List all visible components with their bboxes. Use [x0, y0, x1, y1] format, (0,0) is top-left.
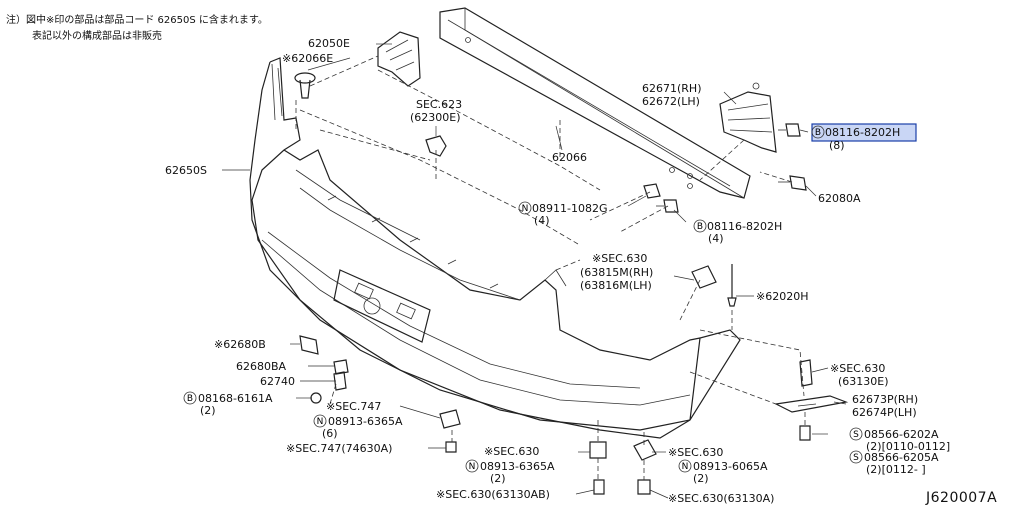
label-62066E: ※62066E — [282, 52, 333, 65]
label-sec623: SEC.623 — [416, 98, 462, 111]
assembly-lines — [295, 55, 806, 480]
screw-08566[interactable] — [799, 425, 811, 441]
label-sec630-d: ※SEC.630 — [668, 446, 723, 459]
diagram-code: J620007A — [926, 490, 998, 506]
part-labels: 62050E ※62066E SEC.623 (62300E) 62650S 6… — [165, 37, 950, 505]
label-08168-qty: (2) — [200, 404, 216, 417]
svg-text:B: B — [815, 128, 821, 138]
label-08116-lower-qty: (4) — [708, 232, 724, 245]
label-63130E: (63130E) — [838, 375, 889, 388]
label-62680B: ※62680B — [214, 338, 266, 351]
svg-text:S: S — [853, 430, 859, 440]
label-62672: 62672(LH) — [642, 95, 700, 108]
clip-74630A[interactable] — [445, 441, 457, 453]
reinforcement-beam[interactable] — [439, 7, 751, 199]
label-sec630-f: ※SEC.630 — [830, 362, 885, 375]
nut-08911-1082G[interactable] — [643, 183, 661, 199]
svg-text:N: N — [317, 417, 324, 427]
clip-sec623[interactable] — [425, 135, 447, 157]
label-08566-b: 08566-6205A — [864, 451, 939, 464]
bracket-62050E[interactable] — [377, 31, 421, 87]
label-08566-a-sub: (2)[0110-0112] — [866, 440, 950, 453]
label-08116-upper-qty: (8) — [829, 139, 845, 152]
lower-bracket-62673P[interactable] — [774, 395, 849, 413]
clip-63130A[interactable] — [637, 479, 651, 495]
label-sec747-74630A: ※SEC.747(74630A) — [286, 442, 392, 455]
svg-text:S: S — [853, 453, 859, 463]
svg-text:N: N — [682, 462, 689, 472]
label-sec630-a: ※SEC.630 — [592, 252, 647, 265]
pin-62020H[interactable] — [727, 264, 737, 307]
clip-63130E[interactable] — [799, 359, 813, 387]
label-08913-c-qty: (2) — [693, 472, 709, 485]
label-62674P: 62674P(LH) — [852, 406, 917, 419]
bracket-sec630-right[interactable] — [633, 439, 657, 461]
label-sec630-63130AB: ※SEC.630(63130AB) — [436, 488, 550, 501]
svg-text:B: B — [187, 394, 193, 404]
label-08116-upper: 08116-8202H — [825, 126, 900, 139]
label-08913-b-qty: (2) — [490, 472, 506, 485]
label-08911: 08911-1082G — [532, 202, 607, 215]
bracket-62680B[interactable] — [299, 335, 319, 355]
label-62650S: 62650S — [165, 164, 207, 177]
bolt-08116-8202H-lower[interactable] — [656, 199, 679, 213]
svg-text:B: B — [697, 222, 703, 232]
side-bracket-62671[interactable] — [719, 82, 777, 153]
label-08566-b-sub: (2)[0112- ] — [866, 463, 926, 476]
label-62066: 62066 — [552, 151, 587, 164]
clip-63130AB[interactable] — [593, 479, 605, 495]
clip-62066E[interactable] — [294, 72, 316, 99]
label-08911-qty: (4) — [534, 214, 550, 227]
label-08168: 08168-6161A — [198, 392, 273, 405]
label-08913-a-qty: (6) — [322, 427, 338, 440]
label-62673P: 62673P(RH) — [852, 393, 918, 406]
label-08913-c: 08913-6065A — [693, 460, 768, 473]
label-62020H: ※62020H — [756, 290, 808, 303]
bolt-08168[interactable] — [310, 392, 322, 404]
label-62080A: 62080A — [818, 192, 861, 205]
circle-markers: B N B B N N N S S — [183, 125, 863, 473]
label-08116-lower: 08116-8202H — [707, 220, 782, 233]
bracket-sec747[interactable] — [439, 409, 461, 429]
bracket-62740[interactable] — [333, 371, 347, 391]
label-62050E: 62050E — [308, 37, 350, 50]
bracket-sec630-center[interactable] — [589, 441, 607, 459]
bolt-62080A[interactable] — [778, 175, 807, 191]
label-62740: 62740 — [260, 375, 295, 388]
label-08913-b: 08913-6365A — [480, 460, 555, 473]
label-sec623-sub: (62300E) — [410, 111, 461, 124]
label-63816M: (63816M(LH) — [580, 279, 652, 292]
label-62680BA: 62680BA — [236, 360, 287, 373]
label-08566-a: 08566-6202A — [864, 428, 939, 441]
label-sec630-63130A: ※SEC.630(63130A) — [668, 492, 774, 505]
leader-lines — [222, 43, 847, 499]
note-line-1: 注）図中※印の部品は部品コード 62650S に含まれます。 — [6, 15, 268, 26]
note-line-2: 表記以外の構成部品は非販売 — [32, 31, 162, 42]
bolt-08116-8202H-upper[interactable] — [778, 123, 801, 137]
label-63815M: (63815M(RH) — [580, 266, 653, 279]
label-sec630-b: ※SEC.630 — [484, 445, 539, 458]
label-62671: 62671(RH) — [642, 82, 702, 95]
svg-text:N: N — [469, 462, 476, 472]
label-sec747: ※SEC.747 — [326, 400, 381, 413]
svg-text:N: N — [522, 204, 529, 214]
clip-63815M[interactable] — [691, 265, 717, 289]
label-08913-a: 08913-6365A — [328, 415, 403, 428]
bracket-62680BA[interactable] — [333, 359, 349, 375]
